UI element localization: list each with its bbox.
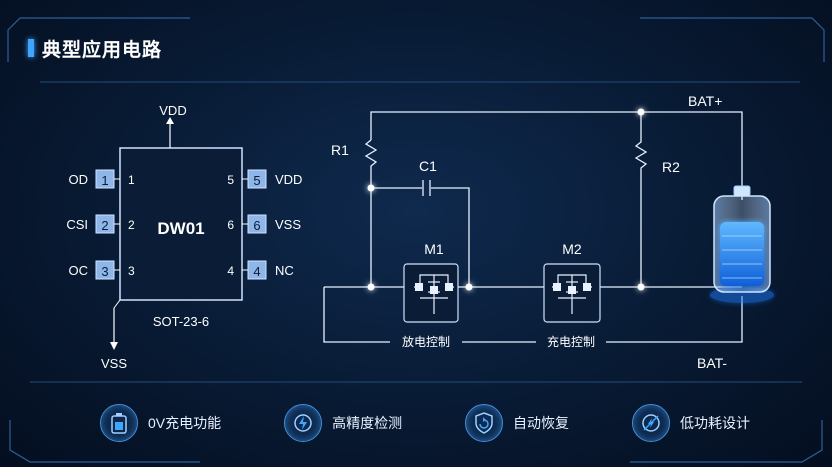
pin-number-box: 6 [253, 218, 260, 233]
bat-plus-label: BAT+ [688, 93, 722, 109]
pin-name: VDD [275, 172, 302, 187]
lightning-icon [284, 404, 323, 442]
pin-number-box: 1 [101, 173, 108, 188]
battery-icon [710, 185, 774, 303]
chip-package: SOT-23-6 [153, 314, 209, 329]
feature-list: 0V充电功能 高精度检测 自动恢复 低功耗设计 [100, 400, 750, 446]
chip-bottom-label: VSS [101, 356, 127, 371]
pin-name: NC [275, 263, 294, 278]
right-pin-6: 6 6 VSS [227, 214, 301, 234]
pin-number-box: 3 [101, 264, 108, 279]
left-pin-3: 3 3 OC [69, 260, 135, 280]
chip-top-label: VDD [159, 103, 186, 118]
pin-number-inner: 1 [128, 173, 135, 187]
pin-number-inner: 2 [128, 218, 135, 232]
right-pin-4: 4 4 NC [227, 260, 294, 280]
battery-icon [100, 404, 138, 442]
title-bar: 典型应用电路 [28, 34, 162, 62]
feature-label: 高精度检测 [332, 415, 403, 431]
low-power-icon [631, 404, 670, 442]
pin-name: OC [69, 263, 89, 278]
feature-label: 0V充电功能 [148, 415, 222, 431]
feature-label: 自动恢复 [513, 415, 570, 431]
pin-name: VSS [275, 217, 301, 232]
feature-item: 0V充电功能 [100, 404, 221, 442]
feature-label: 低功耗设计 [679, 415, 750, 431]
pin-name: OD [69, 172, 89, 187]
feature-item: 低功耗设计 [631, 404, 750, 442]
pin-number-box: 5 [253, 173, 260, 188]
c1-label: C1 [419, 158, 437, 174]
decorative-frame [7, 17, 825, 463]
bat-minus-label: BAT- [697, 355, 727, 371]
right-pin-5: 5 5 VDD [227, 169, 302, 189]
m1-label: M1 [424, 241, 444, 257]
r1-label: R1 [331, 142, 349, 158]
pin-number-inner: 6 [227, 218, 234, 232]
feature-item: 高精度检测 [284, 404, 402, 442]
junction-dots [367, 108, 645, 291]
m1-caption: 放电控制 [402, 334, 450, 349]
pin-number-box: 4 [253, 264, 260, 279]
left-pin-1: 1 1 OD [69, 169, 135, 189]
m2-label: M2 [562, 241, 582, 257]
dw01-chip: DW01 SOT-23-6 VDD VSS 1 1 OD 2 2 CSI [66, 103, 302, 371]
mosfet-m2: M2 充电控制 [543, 241, 601, 349]
chip-name: DW01 [157, 219, 204, 238]
pin-number-inner: 5 [227, 173, 234, 187]
feature-item: 自动恢复 [465, 404, 569, 442]
shield-refresh-icon [465, 404, 504, 442]
pin-number-box: 2 [101, 218, 108, 233]
pin-name: CSI [66, 217, 88, 232]
pin-number-inner: 3 [128, 264, 135, 278]
mosfet-m1: M1 放电控制 [402, 241, 459, 349]
pin-number-inner: 4 [227, 264, 234, 278]
title-accent-mark [28, 39, 34, 57]
left-pin-2: 2 2 CSI [66, 214, 135, 234]
circuit-wires [323, 111, 743, 343]
m2-caption: 充电控制 [547, 334, 595, 349]
r2-label: R2 [662, 159, 680, 175]
page-title: 典型应用电路 [42, 39, 163, 61]
